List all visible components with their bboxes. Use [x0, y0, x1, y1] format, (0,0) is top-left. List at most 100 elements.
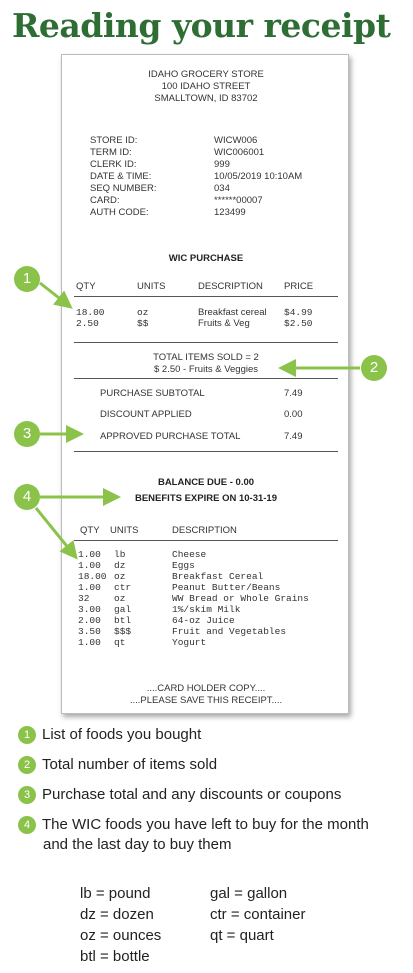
info-label: CARD:	[90, 195, 120, 206]
total-label: APPROVED PURCHASE TOTAL	[100, 431, 241, 442]
wic-purchase-heading: WIC PURCHASE	[168, 253, 244, 264]
total-label: DISCOUNT APPLIED	[100, 409, 192, 420]
legend-text-continued: and the last day to buy them	[43, 836, 232, 853]
benefit-qty: 18.00	[78, 571, 107, 582]
benefit-header-units: UNITS	[110, 525, 139, 536]
legend-number: 1	[18, 726, 36, 744]
benefit-description: WW Bread or Whole Grains	[172, 593, 309, 604]
badge-4: 4	[14, 484, 40, 510]
benefit-units: gal	[114, 604, 132, 615]
badge-2: 2	[361, 355, 387, 381]
footer-line: ....PLEASE SAVE THIS RECEIPT....	[129, 695, 283, 706]
abbreviation: qt = quart	[210, 927, 274, 944]
benefit-qty: 3.50	[78, 626, 101, 637]
info-value: WIC006001	[214, 147, 265, 158]
divider	[74, 451, 338, 452]
benefit-description: Peanut Butter/Beans	[172, 582, 281, 593]
info-value: 034	[214, 183, 230, 194]
total-items-detail: $ 2.50 - Fruits & Veggies	[153, 364, 259, 375]
info-value: 10/05/2019 10:10AM	[214, 171, 303, 182]
benefit-qty: 32	[78, 593, 90, 604]
benefit-qty: 1.00	[78, 582, 101, 593]
info-value: WICW006	[214, 135, 258, 146]
benefit-units: ctr	[114, 582, 132, 593]
store-city: SMALLTOWN, ID 83702	[154, 93, 258, 104]
benefit-description: Breakfast Cereal	[172, 571, 264, 582]
legend-text: Purchase total and any discounts or coup…	[42, 786, 342, 803]
col-header-units: UNITS	[137, 281, 166, 292]
balance-due: BALANCE DUE - 0.00	[157, 477, 255, 488]
divider	[74, 342, 338, 343]
footer-line: ....CARD HOLDER COPY....	[146, 683, 266, 694]
abbreviation: oz = ounces	[80, 927, 162, 944]
legend-item: 3 Purchase total and any discounts or cou…	[18, 785, 341, 805]
legend-text: Total number of items sold	[42, 756, 218, 773]
benefit-units: lb	[114, 549, 126, 560]
badge-3: 3	[14, 421, 40, 447]
col-header-qty: QTY	[76, 281, 96, 292]
legend-text: The WIC foods you have left to buy for t…	[42, 816, 369, 833]
benefit-header-qty: QTY	[80, 525, 100, 536]
abbreviation: lb = pound	[80, 885, 151, 902]
info-label: SEQ NUMBER:	[90, 183, 157, 194]
info-label: CLERK ID:	[90, 159, 137, 170]
purchase-price: $2.50	[284, 318, 313, 329]
col-header-description: DESCRIPTION	[198, 281, 263, 292]
purchase-description: Fruits & Veg	[198, 318, 250, 329]
benefit-description: Eggs	[172, 560, 195, 571]
info-label: TERM ID:	[90, 147, 132, 158]
benefit-units: oz	[114, 571, 126, 582]
benefit-description: 1%/skim Milk	[172, 604, 241, 615]
store-street: 100 IDAHO STREET	[161, 81, 251, 92]
legend-item: 4 The WIC foods you have left to buy for …	[18, 815, 369, 835]
purchase-units: oz	[137, 307, 149, 318]
benefit-qty: 1.00	[78, 549, 101, 560]
benefit-qty: 1.00	[78, 560, 101, 571]
divider	[74, 296, 338, 297]
legend-text: List of foods you bought	[42, 726, 202, 743]
benefit-description: Fruit and Vegetables	[172, 626, 287, 637]
benefit-units: oz	[114, 593, 126, 604]
purchase-qty: 18.00	[76, 307, 105, 318]
legend-number: 4	[18, 816, 36, 834]
benefit-description: 64-oz Juice	[172, 615, 235, 626]
legend-number: 3	[18, 786, 36, 804]
benefit-units: qt	[114, 637, 126, 648]
benefit-qty: 2.00	[78, 615, 101, 626]
info-value: ******00007	[214, 195, 263, 206]
info-label: STORE ID:	[90, 135, 138, 146]
benefit-units: btl	[114, 615, 132, 626]
col-header-price: PRICE	[284, 281, 314, 292]
benefit-units: dz	[114, 560, 126, 571]
abbreviation: dz = dozen	[80, 906, 154, 923]
total-value: 0.00	[284, 409, 303, 420]
total-value: 7.49	[284, 431, 303, 442]
abbreviation: gal = gallon	[210, 885, 288, 902]
abbreviation: btl = bottle	[80, 948, 150, 965]
info-label: AUTH CODE:	[90, 207, 149, 218]
info-label: DATE & TIME:	[90, 171, 152, 182]
benefit-header-description: DESCRIPTION	[172, 525, 237, 536]
purchase-price: $4.99	[284, 307, 313, 318]
total-items-sold: TOTAL ITEMS SOLD = 2	[153, 352, 259, 363]
divider	[74, 378, 338, 379]
benefit-qty: 3.00	[78, 604, 101, 615]
badge-1: 1	[14, 266, 40, 292]
total-value: 7.49	[284, 388, 303, 399]
store-name: IDAHO GROCERY STORE	[148, 69, 264, 80]
purchase-qty: 2.50	[76, 318, 99, 329]
benefit-qty: 1.00	[78, 637, 101, 648]
info-value: 999	[214, 159, 230, 170]
benefits-expire: BENEFITS EXPIRE ON 10-31-19	[134, 493, 278, 504]
info-value: 123499	[214, 207, 246, 218]
divider	[74, 540, 338, 541]
purchase-units: $$	[137, 318, 149, 329]
benefit-description: Yogurt	[172, 637, 207, 648]
abbreviation: ctr = container	[210, 906, 306, 923]
purchase-description: Breakfast cereal	[198, 307, 267, 318]
total-label: PURCHASE SUBTOTAL	[100, 388, 205, 399]
benefit-units: $$$	[114, 626, 132, 637]
benefit-description: Cheese	[172, 549, 207, 560]
receipt: IDAHO GROCERY STORE 100 IDAHO STREET SMA…	[61, 54, 349, 714]
